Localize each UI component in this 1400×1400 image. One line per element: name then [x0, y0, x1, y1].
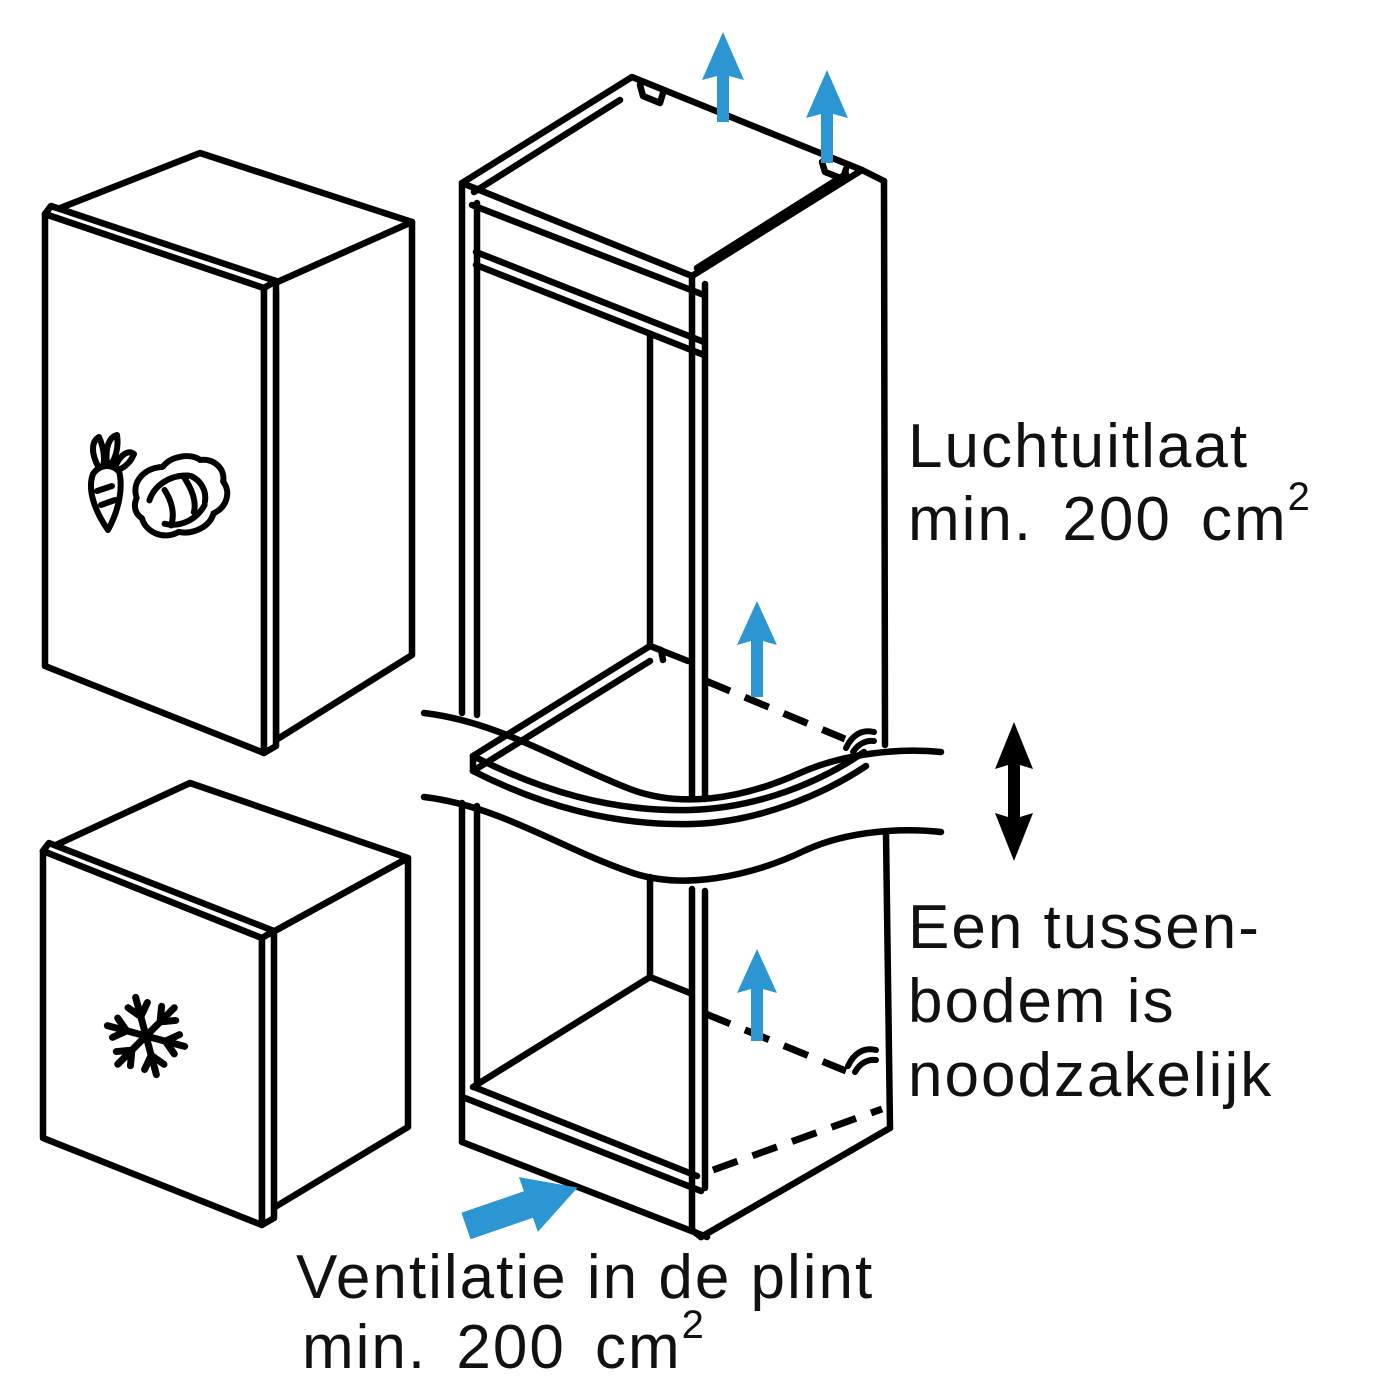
- plinth-rail-bottom: [458, 1138, 711, 1241]
- snowflake-icon: [103, 993, 189, 1079]
- fridge-unit: [41, 149, 416, 757]
- cabinet-crossbar-bottom: [472, 261, 708, 359]
- labels: Luchtuitlaat min. 200 cm2 Een tussen- bo…: [296, 412, 1312, 1382]
- shelf-front-curve-top: [469, 748, 868, 814]
- carrot-icon: [87, 432, 137, 533]
- height-adjust-double-arrow-icon: [995, 722, 1033, 861]
- cabinet-top-face: [458, 73, 866, 280]
- cabinet-right-edge-lower: [882, 830, 894, 1132]
- cabinet-right-top-edge: [858, 166, 888, 185]
- air-outlet-arrow-left-icon: [702, 32, 744, 122]
- cabinet-top-notch-right: [818, 158, 850, 183]
- freezer-unit: [39, 779, 412, 1229]
- plinth-vent-min-label: min. 200 cm2: [302, 1303, 706, 1382]
- shelf-front-curve-bottom: [469, 762, 870, 828]
- floor-left-edge: [469, 973, 654, 1091]
- cabinet-top-lip-front: [693, 170, 850, 272]
- shelf-hidden-edge-dashed: [704, 677, 847, 743]
- shelf-airflow-arrow-icon: [737, 601, 777, 697]
- plinth-hidden-edge-dashed: [711, 1105, 884, 1174]
- air-outlet-label: Luchtuitlaat: [908, 412, 1249, 481]
- break-band-and-shelf: [420, 642, 945, 884]
- cabinet-top-lip-left: [470, 96, 624, 196]
- cabbage-icon: [131, 453, 231, 539]
- floor-airflow-arrow-icon: [737, 949, 777, 1041]
- air-outlet-min-label: min. 200 cm2: [908, 475, 1312, 554]
- plinth-rail-top: [461, 1094, 705, 1195]
- cabinet-bottom-right-edge: [697, 1124, 894, 1241]
- floor-back-edge: [646, 973, 694, 997]
- break-wave-lower: [420, 793, 945, 884]
- airflow-arrows: [461, 32, 848, 1240]
- shelf-required-label-line2: bodem is: [908, 967, 1176, 1036]
- cabinet-frame: [458, 73, 894, 1241]
- shelf-required-label-line3: noodzakelijk: [908, 1041, 1273, 1110]
- shelf-required-label-line1: Een tussen-: [908, 893, 1261, 962]
- cabinet-right-edge-upper: [880, 177, 889, 749]
- floor-attachment-hook: [845, 1046, 879, 1075]
- air-outlet-arrow-right-icon: [806, 70, 848, 163]
- cabinet-top-notch-back: [636, 81, 667, 107]
- shelf-attachment-hook: [843, 728, 877, 755]
- freezer-door-side-edge: [258, 927, 278, 1229]
- floor-hidden-edge-dashed: [704, 1010, 848, 1075]
- floor-front-edge: [470, 1083, 701, 1180]
- fridge-door-side-edge: [260, 277, 280, 757]
- shelf-back-corner-notch: [646, 642, 667, 664]
- plinth-airflow-arrow-icon: [461, 1177, 578, 1240]
- shelf-left-bottom-edge: [469, 657, 654, 775]
- fridge-right-face: [260, 218, 416, 744]
- cabinet-top-lip-inner: [468, 201, 708, 299]
- cabinet-crossbar-top: [472, 248, 708, 346]
- shelf-left-top-edge: [469, 642, 654, 760]
- plinth-vent-label: Ventilatie in de plint: [296, 1243, 874, 1312]
